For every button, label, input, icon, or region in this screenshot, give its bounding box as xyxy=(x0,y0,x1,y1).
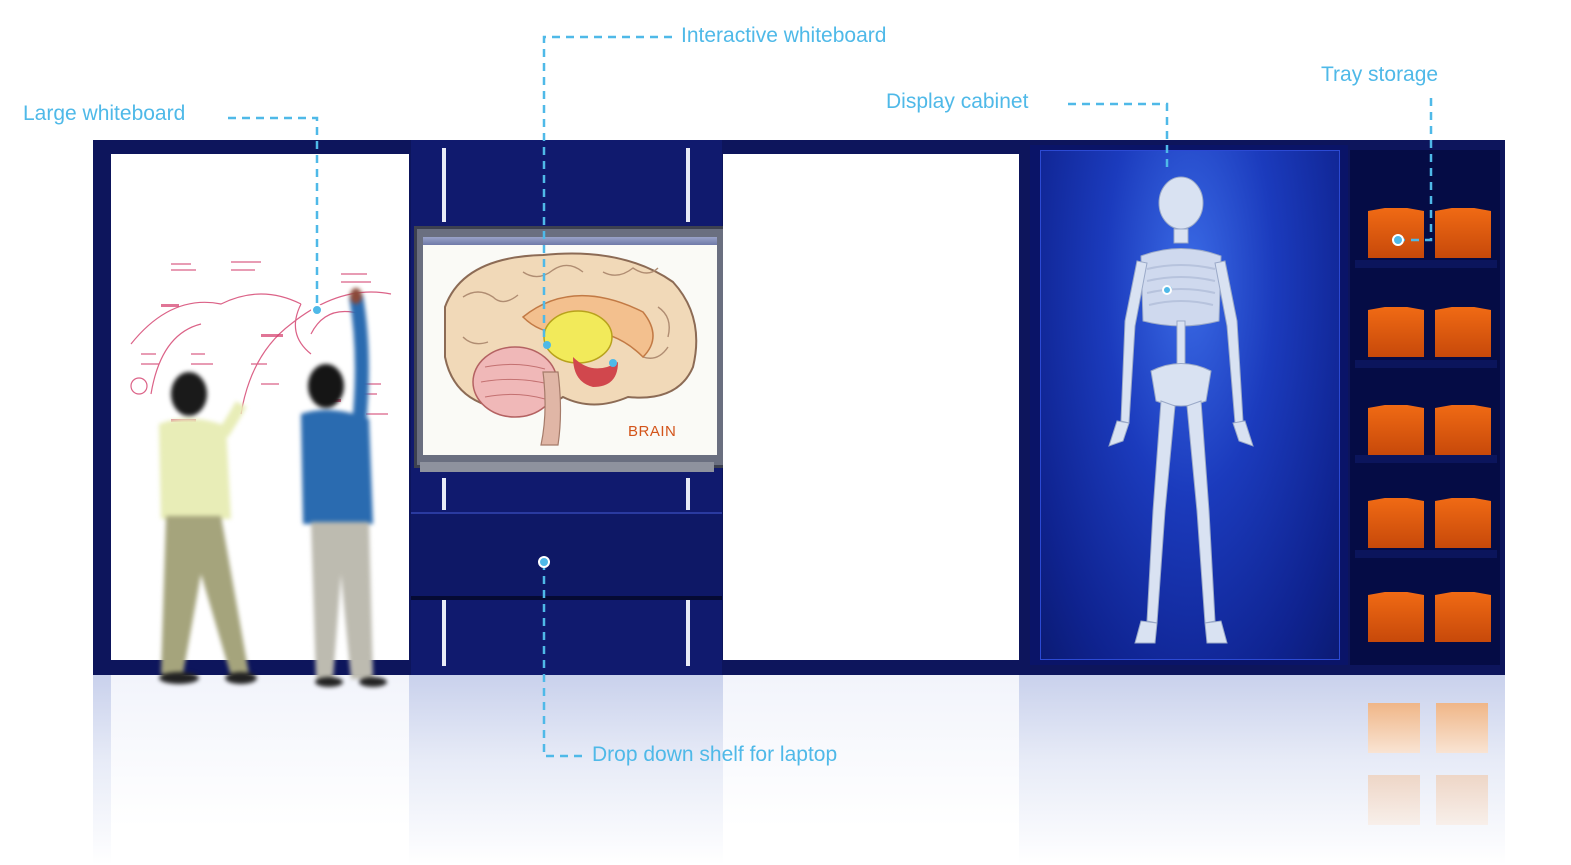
marker-dot xyxy=(539,557,549,567)
marker-dot xyxy=(1393,235,1403,245)
label-drop-down-shelf: Drop down shelf for laptop xyxy=(592,743,837,767)
label-display-cabinet: Display cabinet xyxy=(886,90,1028,114)
leader-interactive-whiteboard xyxy=(544,37,672,340)
leader-tray-storage xyxy=(1398,98,1431,240)
label-large-whiteboard: Large whiteboard xyxy=(23,102,185,126)
marker-dot xyxy=(1163,286,1171,294)
leader-display-cabinet xyxy=(1068,104,1167,168)
leader-large-whiteboard xyxy=(228,118,317,310)
label-interactive-whiteboard: Interactive whiteboard xyxy=(681,24,886,48)
label-tray-storage: Tray storage xyxy=(1321,63,1438,87)
marker-dot xyxy=(312,305,322,315)
leader-drop-down-shelf xyxy=(544,562,586,756)
